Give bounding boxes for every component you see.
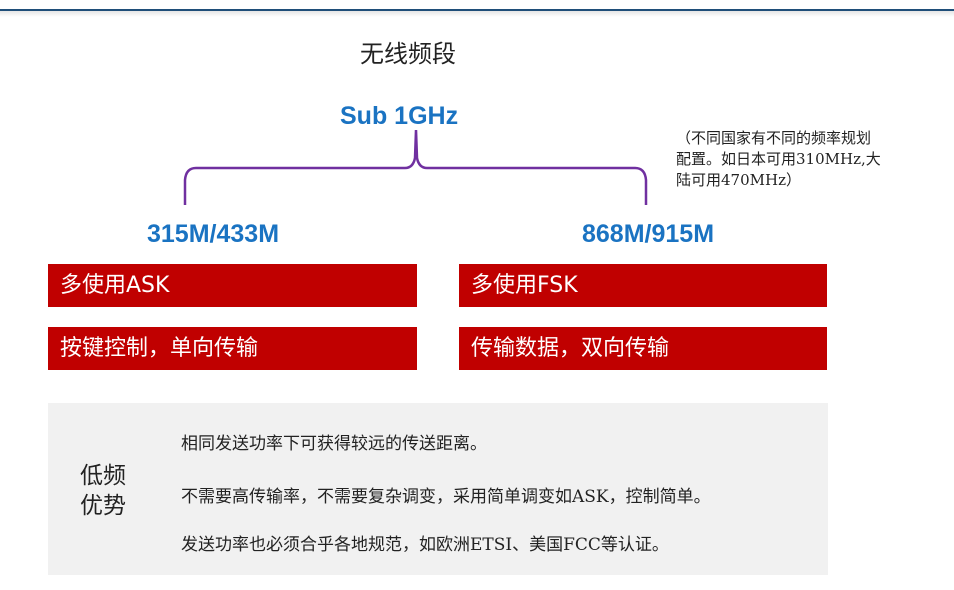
- advantage-point: 发送功率也必须合乎各地规范，如欧洲ETSI、美国FCC等认证。: [181, 535, 669, 555]
- brace-path: [183, 129, 648, 205]
- high-band-usage: 传输数据，双向传输: [459, 327, 827, 370]
- advantages-label-line-1: 低频: [80, 463, 126, 489]
- advantages-label-line-2: 优势: [80, 493, 126, 519]
- advantages-label: 低频 优势: [80, 461, 140, 521]
- note-line-3: 陆可用470MHz）: [676, 171, 801, 189]
- high-band-modulation: 多使用FSK: [459, 264, 827, 307]
- note-line-2: 配置。如日本可用310MHz,大: [676, 150, 881, 168]
- curly-brace-connector: [183, 129, 648, 205]
- note-line-1: （不同国家有不同的频率规划: [676, 129, 872, 147]
- top-rule: [0, 9, 954, 11]
- low-band-usage: 按键控制，单向传输: [48, 327, 417, 370]
- root-band-label: Sub 1GHz: [340, 102, 459, 130]
- advantages-panel: 低频 优势 相同发送功率下可获得较远的传送距离。 不需要高传输率，不需要复杂调变…: [48, 403, 828, 575]
- top-shadow: [0, 11, 954, 17]
- low-band-modulation: 多使用ASK: [48, 264, 417, 307]
- frequency-note: （不同国家有不同的频率规划 配置。如日本可用310MHz,大 陆可用470MHz…: [676, 128, 916, 191]
- advantage-point: 相同发送功率下可获得较远的传送距离。: [181, 434, 487, 454]
- advantage-point: 不需要高传输率，不需要复杂调变，采用简单调变如ASK，控制简单。: [181, 487, 711, 507]
- band-label-low: 315M/433M: [147, 220, 280, 248]
- band-label-high: 868M/915M: [582, 220, 715, 248]
- slide-title: 无线频段: [360, 40, 456, 68]
